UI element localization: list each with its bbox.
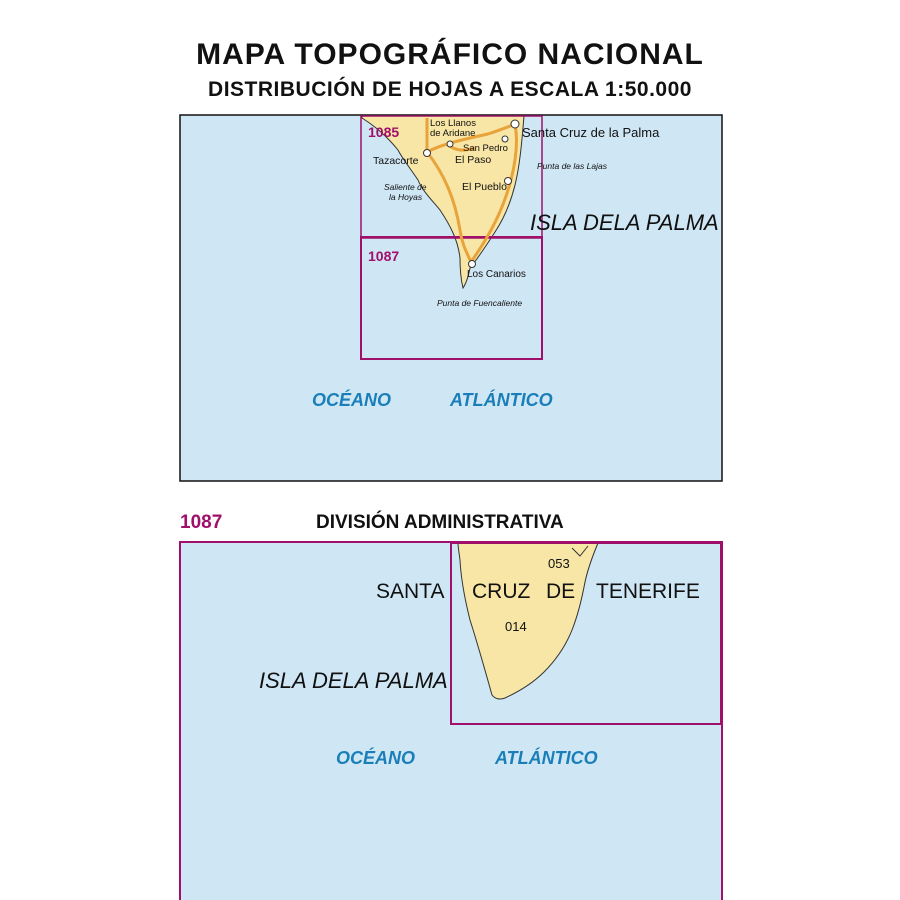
point-saliente-line2: la Hoyas — [389, 192, 423, 202]
province-word-cruz: CRUZ — [472, 580, 530, 603]
municipality-code-014: 014 — [505, 619, 527, 634]
province-word-santa: SANTA — [376, 580, 444, 603]
town-los-llanos-line2: de Aridane — [430, 128, 475, 139]
town-los-canarios: Los Canarios — [467, 269, 526, 280]
province-word-de: DE — [546, 580, 575, 603]
town-san-pedro: San Pedro — [463, 143, 508, 154]
la-palma-island-bottom — [457, 542, 599, 700]
point-saliente-line1: Saliente de — [384, 182, 427, 192]
town-los-llanos-line1: Los Llanos — [430, 118, 476, 129]
map-title: MAPA TOPOGRÁFICO NACIONAL — [196, 38, 704, 71]
map-subtitle: DISTRIBUCIÓN DE HOJAS A ESCALA 1:50.000 — [208, 78, 692, 101]
sheet-label-1085: 1085 — [368, 124, 399, 140]
province-word-tenerife: TENERIFE — [596, 580, 700, 603]
bottom-ocean-label-1: OCÉANO — [336, 747, 415, 768]
point-punta-lajas: Punta de las Lajas — [537, 161, 608, 171]
sheet-1087-frame — [360, 236, 543, 360]
admin-section-title: DIVISIÓN ADMINISTRATIVA — [316, 511, 564, 533]
bottom-sheet-label: 1087 — [180, 512, 222, 533]
municipality-code-053: 053 — [548, 556, 570, 571]
sheet-label-1087: 1087 — [368, 248, 399, 264]
town-markers — [423, 119, 520, 268]
bottom-sheet-inner-frame — [450, 542, 722, 725]
bottom-island-label: ISLA DELA PALMA — [259, 668, 448, 693]
top-island-label: ISLA DELA PALMA — [530, 210, 719, 235]
town-el-pueblo: El Pueblo — [462, 181, 507, 193]
top-ocean-label-1: OCÉANO — [312, 389, 391, 410]
bottom-ocean-label-2: ATLÁNTICO — [494, 747, 598, 768]
point-fuencaliente: Punta de Fuencaliente — [437, 298, 522, 308]
town-tazacorte: Tazacorte — [373, 155, 419, 167]
top-ocean-label-2: ATLÁNTICO — [449, 389, 553, 410]
town-el-paso: El Paso — [455, 154, 491, 166]
town-santa-cruz-palma: Santa Cruz de la Palma — [522, 125, 660, 140]
municipal-boundary — [571, 545, 589, 557]
